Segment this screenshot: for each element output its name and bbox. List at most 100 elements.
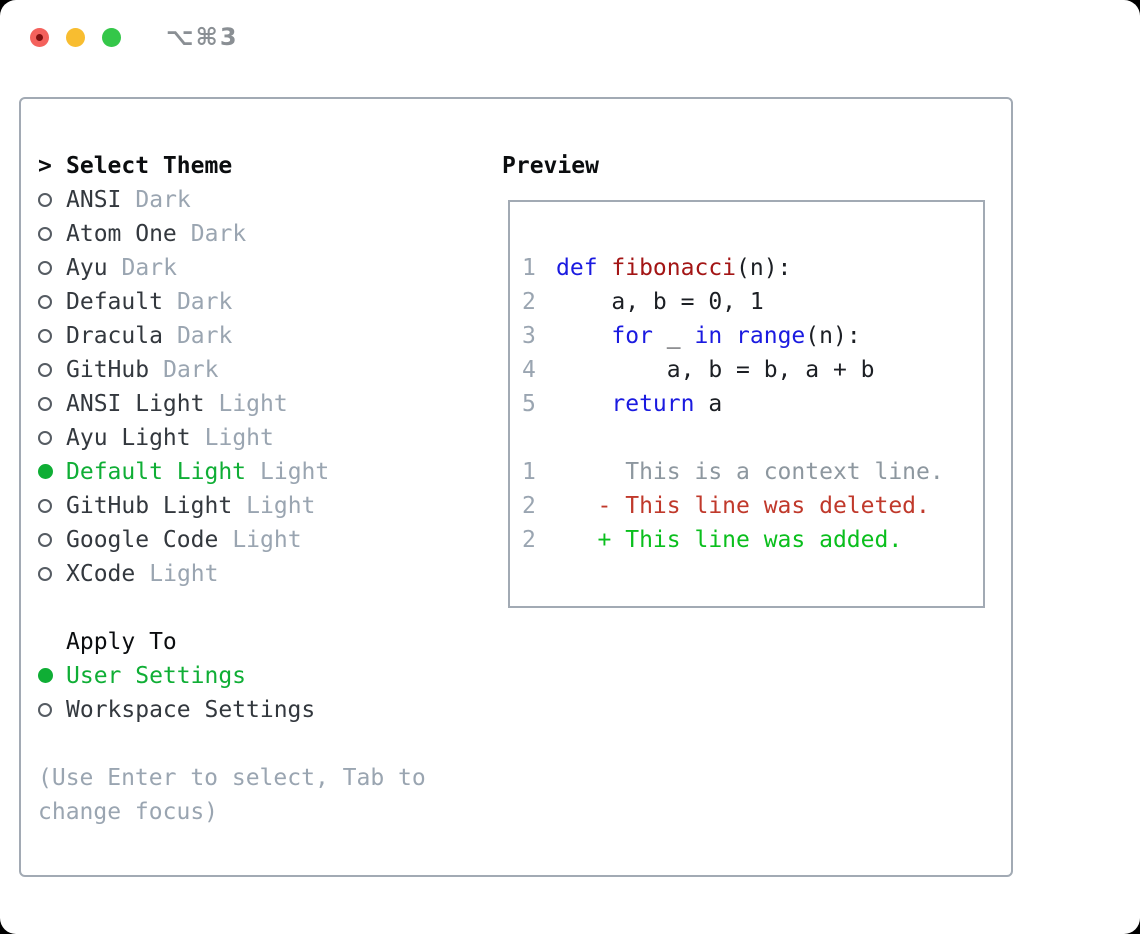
code-token: for [611, 323, 653, 349]
radio-circle [38, 533, 52, 547]
main-panel [19, 97, 1013, 877]
radio-circle [38, 397, 52, 411]
radio-unselected-icon [38, 523, 66, 557]
radio-circle [38, 431, 52, 445]
theme-item-tag: Dark [163, 357, 219, 383]
code-line: 2 a, b = 0, 1 [522, 285, 983, 319]
spacer [38, 727, 488, 761]
theme-item-tag: Light [246, 493, 316, 519]
code-token: fibonacci [611, 255, 737, 281]
theme-item[interactable]: ANSI Light Light [38, 387, 488, 421]
theme-item-name: GitHub Light [66, 493, 233, 519]
line-number: 4 [522, 357, 536, 383]
line-number: 2 [522, 527, 536, 553]
radio-unselected-icon [38, 421, 66, 455]
preview-title: Preview [502, 153, 599, 179]
code-token: a, b = b, a + b [556, 357, 875, 383]
theme-item-name: ANSI Light [66, 391, 205, 417]
theme-item-tag: Dark [176, 289, 233, 315]
radio-unselected-icon [38, 387, 66, 421]
theme-item-tag: Light [232, 527, 302, 553]
hint-text: (Use Enter to select, Tab to change focu… [38, 765, 426, 825]
radio-circle [38, 499, 52, 513]
radio-unselected-icon [38, 353, 66, 387]
theme-item[interactable]: GitHub Light Light [38, 489, 488, 523]
focus-dot [36, 34, 43, 41]
theme-item-tag: Dark [176, 323, 233, 349]
radio-unselected-icon [38, 319, 66, 353]
apply-to-option-label: Workspace Settings [66, 697, 316, 723]
code-token [722, 323, 736, 349]
radio-circle [38, 261, 52, 275]
radio-selected-icon [38, 659, 66, 693]
radio-circle [38, 703, 52, 717]
apply-to-option[interactable]: Workspace Settings [38, 693, 488, 727]
radio-unselected-icon [38, 693, 66, 727]
diff-line-context: 1 This is a context line. [522, 455, 983, 489]
radio-circle [38, 193, 52, 207]
diff-line-added: 2 + This line was added. [522, 523, 983, 557]
theme-item[interactable]: XCode Light [38, 557, 488, 591]
diff-text: + This line was added. [556, 527, 903, 553]
radio-unselected-icon [38, 489, 66, 523]
theme-item[interactable]: Ayu Light Light [38, 421, 488, 455]
line-number: 3 [522, 323, 536, 349]
diff-text: This is a context line. [556, 459, 944, 485]
theme-item-tag: Dark [190, 221, 247, 247]
diff-line-deleted: 2 - This line was deleted. [522, 489, 983, 523]
theme-item-tag: Light [204, 425, 274, 451]
code-token: (n): [736, 255, 792, 281]
theme-item[interactable]: Dracula Dark [38, 319, 488, 353]
close-button-icon[interactable] [30, 28, 49, 47]
radio-unselected-icon [38, 251, 66, 285]
code-line: 3 for _ in range(n): [522, 319, 983, 353]
theme-item-name: Ayu [66, 255, 108, 281]
line-number: 1 [522, 255, 536, 281]
radio-circle [38, 329, 52, 343]
theme-item-name: Ayu Light [66, 425, 191, 451]
code-token: return [611, 391, 695, 417]
zoom-button-icon[interactable] [102, 28, 121, 47]
line-number: 2 [522, 493, 536, 519]
theme-list-title: Select Theme [66, 153, 233, 179]
theme-item[interactable]: Ayu Dark [38, 251, 488, 285]
apply-to-option-label: User Settings [66, 663, 247, 689]
radio-circle [38, 295, 52, 309]
indent-spacer [38, 625, 66, 659]
code-token: (n): [805, 323, 861, 349]
cursor-icon: > [38, 153, 52, 179]
apply-to-header: Apply To [38, 625, 488, 659]
theme-item-tag: Dark [121, 255, 177, 281]
theme-item-tag: Light [218, 391, 288, 417]
code-token: range [736, 323, 806, 349]
theme-item-name: Atom One [66, 221, 177, 247]
theme-item[interactable]: Atom One Dark [38, 217, 488, 251]
minimize-button-icon[interactable] [66, 28, 85, 47]
apply-to-option[interactable]: User Settings [38, 659, 488, 693]
radio-selected-icon [38, 455, 66, 489]
diff-text: - This line was deleted. [556, 493, 930, 519]
radio-circle [38, 227, 52, 241]
line-number: 2 [522, 289, 536, 315]
theme-item-tag: Light [149, 561, 219, 587]
apply-to-title: Apply To [66, 629, 177, 655]
code-token: _ [652, 323, 695, 349]
theme-item-name: XCode [66, 561, 136, 587]
line-number: 5 [522, 391, 536, 417]
radio-unselected-icon [38, 557, 66, 591]
code-token: a, b = 0, 1 [556, 289, 764, 315]
code-token [556, 323, 611, 349]
code-token: a [694, 391, 723, 417]
theme-item-name: Dracula [66, 323, 163, 349]
